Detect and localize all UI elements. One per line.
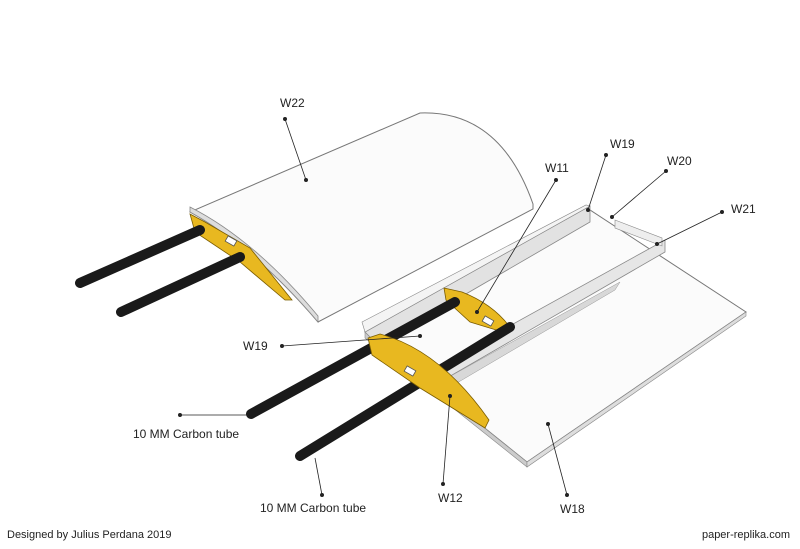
label-w21: W21 (731, 202, 756, 216)
label-w22: W22 (280, 96, 305, 110)
carbon-tube-left-1 (75, 225, 205, 288)
label-carbon-tube-2: 10 MM Carbon tube (260, 501, 367, 515)
label-carbon-tube-1: 10 MM Carbon tube (133, 427, 240, 441)
label-w11: W11 (545, 161, 569, 175)
carbon-tube-right-1 (246, 297, 460, 419)
label-w18: W18 (560, 502, 585, 516)
wing-section-w18 (246, 204, 747, 468)
spar-w21 (614, 219, 663, 247)
label-w12: W12 (438, 491, 463, 505)
label-w19-top: W19 (610, 137, 635, 151)
wing-section-w22 (75, 112, 534, 324)
carbon-tube-right-2 (295, 322, 515, 461)
leader-lines (177, 117, 725, 497)
designer-credit: Designed by Julius Perdana 2019 (7, 529, 172, 541)
label-w20: W20 (667, 154, 692, 168)
label-w19-left: W19 (243, 339, 268, 353)
website-credit: paper-replika.com (701, 529, 790, 541)
carbon-tube-left-2 (116, 252, 245, 317)
